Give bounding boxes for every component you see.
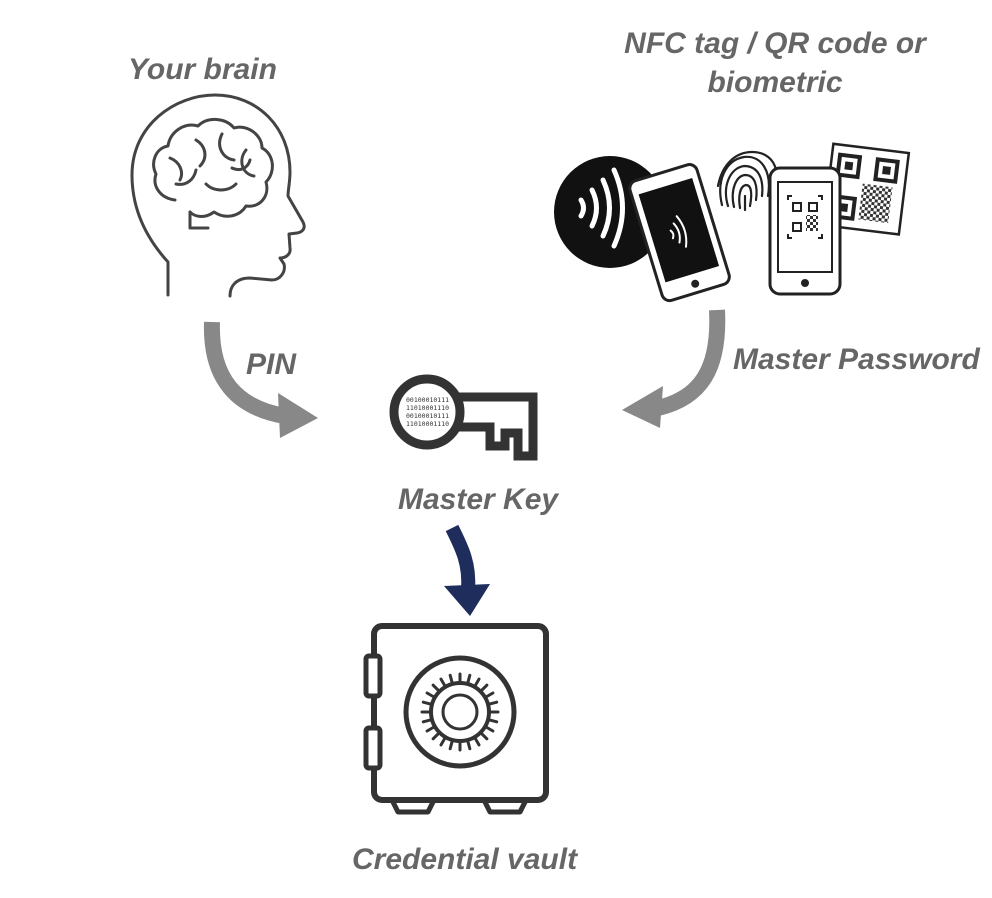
key-bits-line: 11010001110 [406, 420, 449, 428]
qr-code-icon [822, 142, 911, 236]
master-password-label: Master Password [733, 343, 980, 376]
your-brain-label: Your brain [128, 53, 277, 86]
dial-tick [480, 732, 489, 741]
nfc-label-line2: biometric [707, 66, 843, 99]
brain-head-icon [130, 93, 306, 298]
dial-tick [466, 673, 472, 684]
dial-tick [431, 732, 440, 741]
dial-tick [425, 726, 435, 733]
dial-tick [448, 740, 454, 751]
dial-tick [488, 700, 499, 706]
dial-tick [439, 677, 446, 687]
dial-tick [466, 740, 472, 751]
dial-tick [431, 683, 440, 692]
dial-tick [474, 737, 481, 747]
dial-tick [421, 718, 432, 724]
key-icon: 00100010111 11010001110 00100010111 1101… [389, 374, 538, 461]
phone-qr-icon [768, 166, 842, 296]
key-bits-line: 00100010111 [406, 412, 449, 420]
master-password-arrow-icon [622, 309, 726, 428]
pin-label: PIN [246, 348, 297, 381]
pin-arrow-icon [203, 321, 318, 438]
key-bits-line: 00100010111 [406, 396, 449, 404]
dial-tick [488, 718, 499, 724]
dial-tick [421, 700, 432, 706]
vault-arrow-icon [444, 524, 490, 616]
dial-tick [480, 683, 489, 692]
master-key-label: Master Key [398, 483, 559, 516]
dial-tick [439, 737, 446, 747]
dial-tick [448, 673, 454, 684]
key-bits-line: 11010001110 [406, 404, 449, 412]
nfc-label-line1: NFC tag / QR code or [624, 27, 926, 60]
fingerprint-icon [716, 150, 778, 212]
dial-tick [485, 691, 495, 698]
nfc-qr-biometric-label: NFC tag / QR code or biometric [600, 24, 950, 102]
dial-tick [485, 726, 495, 733]
dial-tick [425, 691, 435, 698]
safe-icon [363, 623, 549, 815]
dial-tick [474, 677, 481, 687]
phone-nfc-icon [628, 163, 731, 303]
credential-vault-label: Credential vault [352, 843, 578, 876]
